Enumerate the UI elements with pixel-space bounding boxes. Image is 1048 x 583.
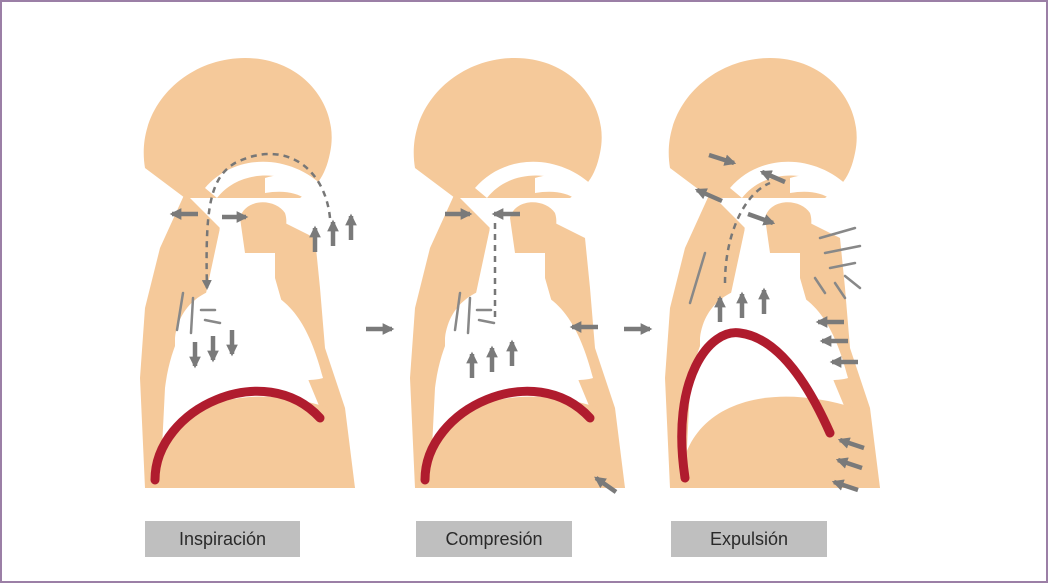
panel-expulsion [624,58,880,490]
label-expulsion: Expulsión [671,521,827,557]
panel-inspiration [140,58,355,488]
panel-compression [366,58,625,492]
label-inspiration: Inspiración [145,521,300,557]
label-compression: Compresión [416,521,572,557]
